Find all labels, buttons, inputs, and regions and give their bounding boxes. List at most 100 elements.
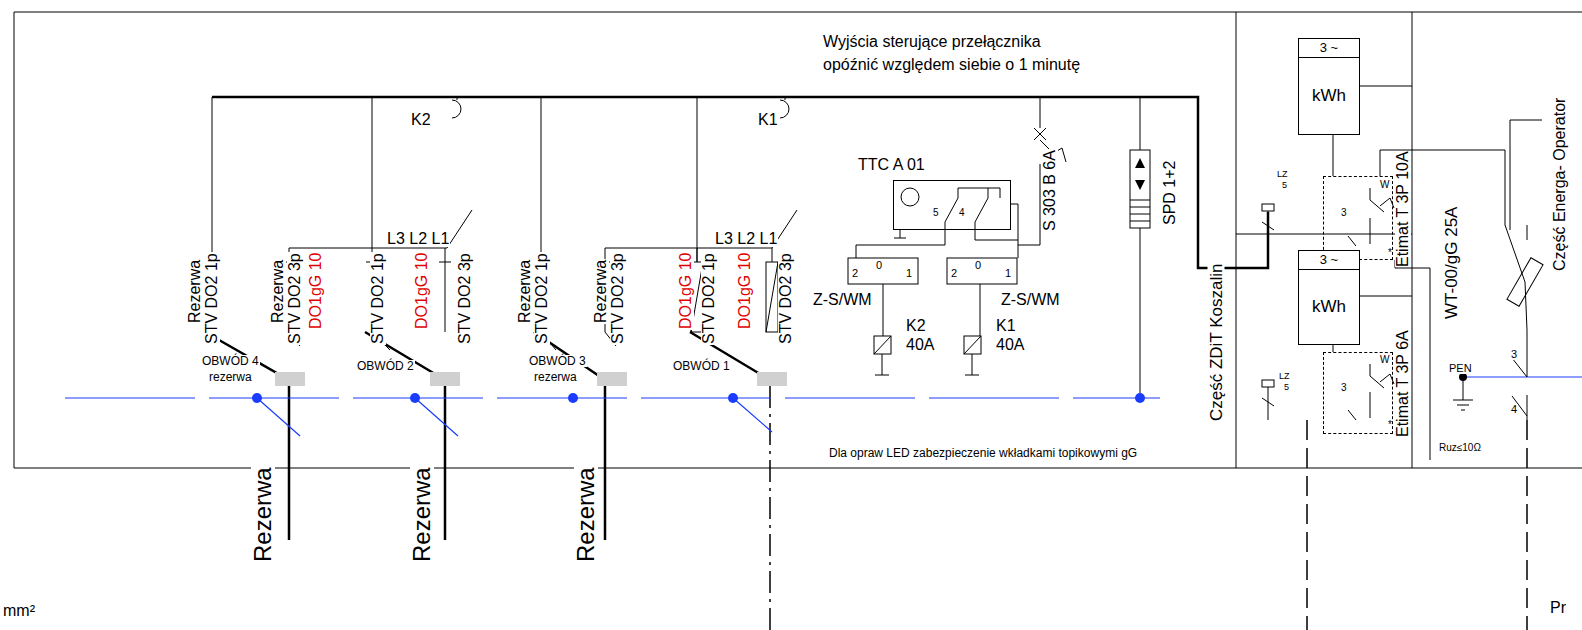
metering-part (1440, 150, 1527, 420)
pe-dots (252, 393, 1145, 403)
metering-part (1348, 188, 1394, 246)
device-symbols-part (947, 258, 1017, 284)
text-label: 3 (1340, 383, 1348, 393)
node-text: 3 ~ (1299, 39, 1359, 58)
outgoing-cables-part (1307, 420, 1527, 630)
metering-part (1262, 211, 1274, 230)
text-label: 4 (1510, 404, 1518, 415)
device-symbols (691, 188, 1017, 354)
rotated-label: DO1gG 10 (414, 252, 430, 330)
meter-connection (1333, 345, 1334, 352)
text-label: OBWÓD 4 (201, 355, 260, 367)
text-label: 1 (905, 268, 913, 279)
wiring-part (452, 100, 789, 118)
rotated-label: Rezerwa (270, 259, 286, 324)
text-label: 3 (1510, 349, 1518, 360)
text-label: 40A (995, 337, 1025, 353)
terminal-blocks (275, 372, 787, 386)
wiring-part (856, 222, 1018, 258)
rotated-label: STV DO2 1p (370, 252, 386, 345)
rotated-label: Rezerwa (251, 466, 275, 563)
node-heading: Etimat T 3P 6A (1395, 330, 1411, 437)
pe-bus-part (65, 397, 1160, 398)
metering-part (1510, 120, 1542, 230)
rotated-label: Rezerwa (574, 466, 598, 563)
text-label: L3 L2 L1 (386, 231, 450, 247)
text-label: 0 (974, 260, 982, 271)
pe-bus-part (257, 398, 772, 436)
text-label: Dla opraw LED zabezpieczenie wkładkami t… (828, 447, 1138, 459)
pe-dots-part (728, 393, 738, 403)
text-label: Pr (1549, 600, 1567, 616)
frame-part (14, 12, 1582, 468)
node-heading: TTC A 01 (858, 157, 925, 173)
text-label: Ruz≤10Ω (1438, 443, 1482, 453)
text-label: 5 (1283, 383, 1290, 392)
meter-connection (1333, 135, 1334, 176)
surge-arrester-part (1130, 150, 1150, 228)
rotated-label: STV DO2 3p (287, 252, 303, 345)
metering (1262, 86, 1543, 460)
text-label: W (1379, 355, 1390, 365)
node-text: 3 ~ (1299, 251, 1359, 270)
text-label: opóźnić względem siebie o 1 minutę (822, 57, 1081, 73)
text-label: 0 (875, 260, 883, 271)
text-label: Z-S/WM (1000, 292, 1061, 308)
rotated-label: Część ZDiT Koszalin (1208, 263, 1225, 422)
text-label: rezerwa (533, 371, 578, 383)
metering-part (1505, 225, 1527, 330)
wiring-part (945, 188, 1000, 222)
wiring-part (212, 97, 1040, 332)
surge-arrester-part (1130, 200, 1150, 221)
rotated-label: Rezerwa (517, 259, 533, 324)
rotated-label: S 303 B 6A (1042, 149, 1058, 232)
terminal-blocks-part (597, 372, 627, 386)
text-label: OBWÓD 2 (356, 360, 415, 372)
device-symbols-part (848, 258, 918, 284)
pen-dot (1459, 373, 1467, 381)
text-label: L3 L2 L1 (714, 231, 778, 247)
rotated-label: DO1gG 10 (678, 252, 694, 330)
outgoing-cables (770, 386, 1527, 630)
disconnector-blades (205, 332, 770, 540)
wiring-part (289, 332, 616, 350)
rotated-label: Rezerwa (593, 259, 609, 324)
surge-arrester (1130, 97, 1150, 398)
rotated-label: STV DO2 1p (701, 252, 717, 345)
metering-part (1348, 364, 1394, 420)
wiring-part (875, 354, 979, 375)
rotated-label: Rezerwa (187, 259, 203, 324)
text-label: 3 (1340, 208, 1348, 218)
wiring-part (206, 262, 611, 263)
wiring-part (457, 97, 785, 100)
disconnector-blades-part (289, 386, 605, 540)
text-label: K1 (995, 318, 1017, 334)
text-label: K1 (757, 112, 779, 128)
wiring-part (894, 230, 906, 238)
pe-dots-part (1135, 393, 1145, 403)
surge-arrester-part (1140, 97, 1141, 398)
rotated-label: STV DO2 3p (778, 252, 794, 345)
text-label: OBWÓD 3 (528, 355, 587, 367)
text-label: rezerwa (208, 371, 253, 383)
terminal-blocks-part (430, 372, 460, 386)
metering-part (1262, 387, 1274, 420)
rotated-label: WT-00/gG 25A (1443, 206, 1460, 320)
text-label: 5 (932, 208, 940, 218)
metering-part (1262, 204, 1274, 211)
rotated-label: DO1gG 10 (737, 252, 753, 330)
terminal-blocks-part (275, 372, 305, 386)
circuit-breaker-box: Etimat T 3P 10A (1323, 176, 1393, 260)
metering-part (1262, 380, 1274, 387)
energy-meter: 3 ~kWh (1298, 38, 1360, 135)
rotated-label: STV DO2 1p (534, 252, 550, 345)
rotated-label: Część Energa- Operator (1552, 97, 1568, 272)
text-label: Z-S/WM (812, 292, 873, 308)
text-label: mm² (2, 603, 36, 619)
metering-part (1353, 86, 1412, 296)
text-label: Wyjścia sterujące przełącznika (822, 34, 1042, 50)
text-label: 2 (851, 268, 859, 279)
text-label: 40A (905, 337, 935, 353)
text-label: W (1379, 180, 1390, 190)
